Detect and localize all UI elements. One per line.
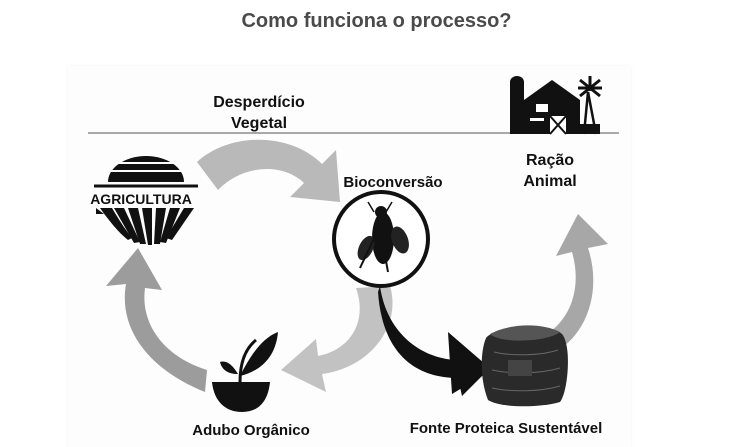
label-desperdicio-line2: Vegetal [230, 115, 288, 132]
label-bioconversao: Bioconversão [343, 174, 443, 191]
arrow-bioconversion-to-fertilizer [281, 286, 393, 392]
fly-icon [332, 190, 430, 288]
sprout-icon [212, 332, 278, 412]
label-fonte-proteica: Fonte Proteica Sustentável [409, 420, 603, 437]
barn-icon [510, 76, 602, 135]
sack-icon [481, 325, 568, 407]
label-adubo-organico: Adubo Orgânico [192, 422, 310, 439]
label-racao-line2: Animal [523, 173, 577, 190]
label-racao-line1: Ração [525, 152, 575, 169]
arrow-fertilizer-to-agriculture [106, 248, 207, 392]
agricultura-logo-icon [94, 156, 198, 245]
arrow-waste-to-bioconversion [197, 139, 340, 202]
agricultura-logo-text: AGRICULTURA [90, 191, 192, 207]
label-desperdicio-line1: Desperdício [213, 94, 305, 111]
label-racao-animal: Ração Animal [508, 150, 592, 192]
page-title: Como funciona o processo? [241, 10, 512, 32]
label-desperdicio-vegetal: Desperdício Vegetal [200, 92, 318, 134]
arrow-bioconversion-to-protein-head [448, 332, 492, 394]
